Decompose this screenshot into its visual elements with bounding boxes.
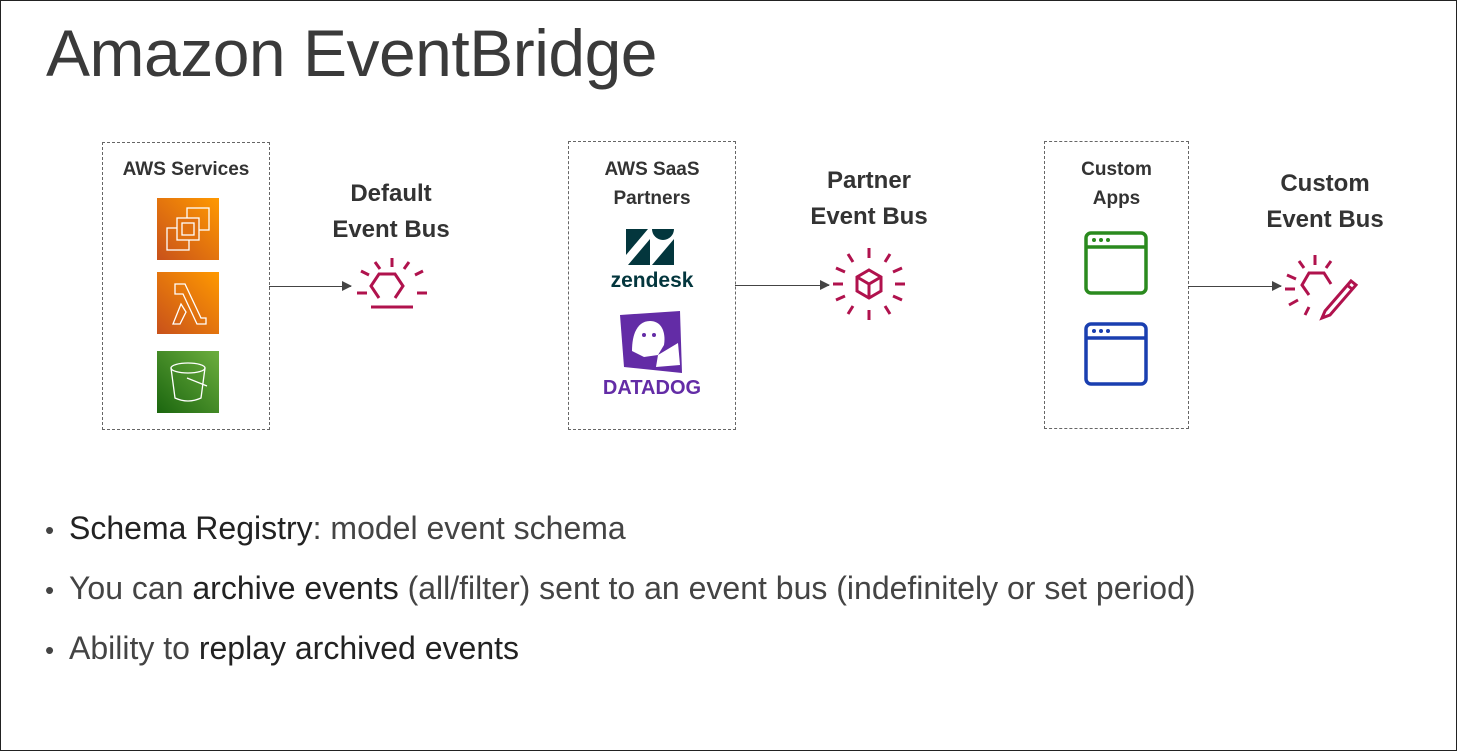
datadog-logo-icon xyxy=(620,311,682,373)
partner-event-bus-icon xyxy=(833,248,905,320)
bullet-text: (all/filter) sent to an event bus (indef… xyxy=(398,570,1196,606)
default-event-bus-icon xyxy=(357,258,427,309)
arrow-to-partner-bus xyxy=(735,280,830,290)
bullet-text: : model event schema xyxy=(312,510,626,546)
label-line: Partners xyxy=(613,188,691,209)
label-line: Apps xyxy=(1092,188,1141,209)
label-line: AWS SaaS xyxy=(604,159,700,180)
lambda-icon xyxy=(157,272,219,334)
zendesk-wordmark: zendesk xyxy=(610,269,694,292)
blue-app-window-icon xyxy=(1084,322,1148,386)
datadog-wordmark: DATADOG xyxy=(602,377,702,399)
green-app-window-icon xyxy=(1084,231,1148,295)
custom-event-bus-icon xyxy=(1285,255,1359,321)
bus-label-line: Default xyxy=(350,180,432,207)
bullet-item: • You can archive events (all/filter) sen… xyxy=(45,566,1196,626)
zendesk-logo-icon xyxy=(626,229,674,265)
bullet-bold: archive events xyxy=(192,570,399,606)
saas-partners-label: AWS SaaS Partners xyxy=(569,155,735,213)
bullet-dot: • xyxy=(45,635,55,665)
ec2-icon xyxy=(157,198,219,260)
bullet-dot: • xyxy=(45,515,55,545)
bullet-bold: replay archived events xyxy=(198,630,519,666)
s3-bucket-icon xyxy=(157,351,219,413)
bus-label-line: Partner xyxy=(826,167,912,194)
bullet-item: • Ability to replay archived events xyxy=(45,626,1196,686)
bus-label-line: Event Bus xyxy=(332,216,450,243)
arrow-to-custom-bus xyxy=(1188,281,1282,291)
label-line: Custom xyxy=(1081,159,1152,180)
bus-label-line: Event Bus xyxy=(1266,206,1384,233)
bullet-dot: • xyxy=(45,575,55,605)
slide-title: Amazon EventBridge xyxy=(46,16,658,90)
bullet-list: • Schema Registry: model event schema • Yo… xyxy=(45,506,1196,686)
arrow-to-default-bus xyxy=(269,281,352,291)
bullet-item: • Schema Registry: model event schema xyxy=(45,506,1196,566)
bullet-bold: Schema Registry xyxy=(69,510,313,546)
aws-services-label: AWS Services xyxy=(122,159,250,180)
bullet-text: You can xyxy=(69,570,193,606)
bus-label-line: Event Bus xyxy=(810,203,928,230)
bus-label-line: Custom xyxy=(1280,170,1370,197)
bullet-text: Ability to xyxy=(69,630,199,666)
